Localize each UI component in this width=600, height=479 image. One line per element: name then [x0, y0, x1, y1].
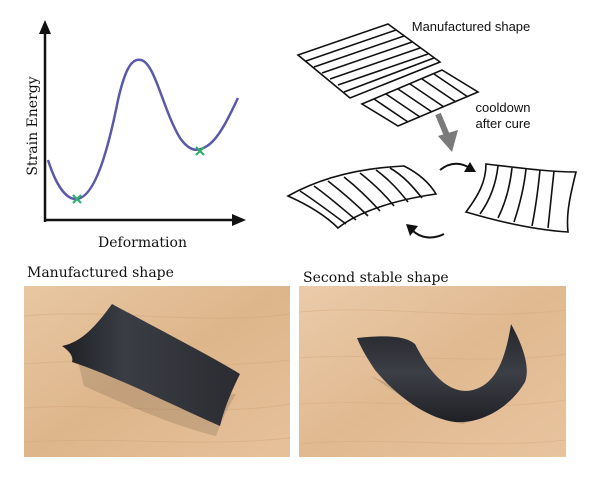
first-stable-shell	[286, 165, 438, 230]
cooldown-arrow	[435, 112, 458, 152]
x-axis-arrowhead	[232, 214, 246, 226]
photo-caption-second-stable: Second stable shape	[303, 270, 449, 286]
energy-plot	[39, 20, 246, 226]
stable-marker-2	[195, 146, 205, 156]
stable-marker-1	[72, 194, 82, 204]
photo-second-stable-shape	[299, 286, 566, 457]
manufactured-laminate-lower	[360, 69, 480, 127]
carbon-sheet-manufactured	[62, 304, 240, 426]
second-stable-shell	[464, 163, 578, 233]
x-axis-label: Deformation	[98, 235, 187, 251]
snap-arrow-left	[406, 224, 445, 239]
y-axis-arrowhead	[39, 20, 51, 34]
shape-schematic	[286, 23, 578, 239]
photo-manufactured-shape	[24, 286, 290, 457]
manufactured-laminate-upper	[296, 23, 442, 99]
carbon-sheet-second-stable	[357, 324, 527, 423]
y-axis-label: Strain Energy	[25, 76, 41, 176]
manufactured-shape-label: Manufactured shape	[411, 19, 531, 34]
energy-curve	[46, 58, 240, 201]
photo-caption-manufactured: Manufactured shape	[27, 265, 174, 281]
snap-arrow-right	[439, 162, 476, 172]
cooldown-label: cooldown after cure	[475, 100, 531, 131]
